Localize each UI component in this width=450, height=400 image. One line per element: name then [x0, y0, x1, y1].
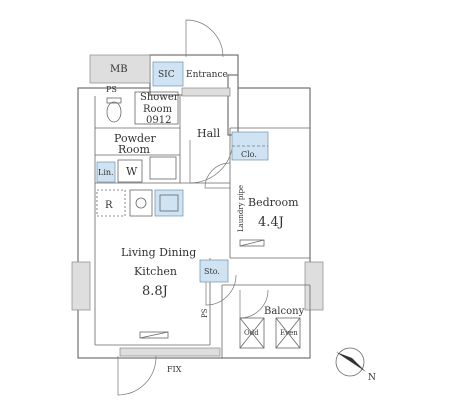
bedroom-door	[204, 162, 231, 189]
outdoor-unit-even	[275, 317, 301, 349]
shower-room-box	[134, 91, 179, 125]
mb-label: MB	[110, 64, 128, 75]
balcony-label: Balcony	[264, 306, 305, 317]
outdoor-unit-odd	[239, 317, 265, 349]
sto-label: Sto.	[204, 267, 220, 276]
powder-room-label-2: Room	[118, 143, 151, 156]
r-label: R	[105, 200, 113, 211]
refrigerator-space	[96, 189, 126, 217]
sto-door	[205, 274, 237, 306]
stove	[129, 189, 153, 217]
lin-storage	[96, 161, 116, 183]
washbasin	[149, 156, 177, 180]
bedroom-size: 4.4J	[258, 215, 284, 230]
fix-label: FIX	[167, 365, 182, 374]
shower-room-label-2: Room	[143, 104, 173, 115]
ldk-ac	[139, 331, 169, 339]
laundry-pipe-label: Laundry pipe	[237, 185, 245, 232]
ldk-label-2: Kitchen	[134, 265, 177, 278]
even-label: Even	[280, 329, 298, 337]
entrance-door	[185, 19, 224, 58]
bedroom-ac	[239, 239, 265, 247]
entrance-label: Entrance	[186, 70, 228, 80]
outer-walls	[71, 54, 324, 359]
sic-storage	[152, 61, 184, 87]
svg-text:N: N	[368, 373, 376, 383]
toilet	[106, 101, 122, 123]
ps-top-label: PS	[106, 85, 117, 94]
powder-room-label-1: Powder	[114, 132, 157, 145]
hall-label: Hall	[197, 127, 221, 140]
ldk-size: 8.8J	[142, 284, 168, 299]
shower-room-label-1: Shower	[140, 92, 179, 103]
fix-door	[117, 355, 157, 396]
clo-label: Clo.	[241, 150, 257, 159]
kitchen-sink	[154, 189, 184, 217]
ldk-label-1: Living Dining	[121, 246, 196, 259]
lin-label: Lin.	[98, 168, 114, 177]
ps-bottom-label: PS	[201, 308, 209, 318]
shower-room-size: 0912	[146, 115, 171, 126]
washer-space	[117, 159, 143, 183]
w-label: W	[126, 165, 138, 178]
bedroom-label: Bedroom	[248, 196, 299, 209]
odd-label: Odd	[244, 329, 259, 337]
sto-storage	[199, 259, 229, 283]
sic-label: SIC	[158, 70, 175, 80]
north-arrow: N	[335, 347, 376, 383]
